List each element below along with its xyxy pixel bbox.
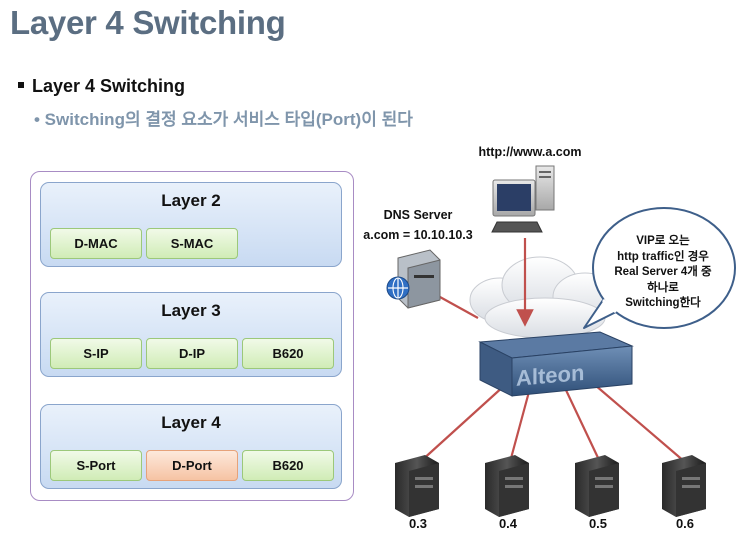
link-server-05	[564, 387, 601, 463]
layer-4-box: Layer 4 S-Port D-Port B620	[40, 404, 342, 489]
server-tower-icon-2	[485, 455, 529, 517]
page-title: Layer 4 Switching	[10, 4, 286, 41]
callout-line: Real Server 4개 중	[614, 266, 712, 278]
field-b620: B620	[242, 338, 334, 369]
field-s-mac: S-MAC	[146, 228, 238, 259]
main-bullet: Layer 4 Switching	[18, 76, 185, 97]
link-server-03	[419, 384, 506, 463]
callout-text: VIP로 오는 http traffic인 경우 Real Server 4개 …	[600, 234, 726, 312]
callout-line: VIP로 오는	[636, 235, 690, 247]
field-d-mac: D-MAC	[50, 228, 142, 259]
dns-label: DNS Server	[383, 208, 453, 222]
alteon-logo: Alteon	[516, 360, 584, 391]
callout-line: http traffic인 경우	[617, 250, 709, 263]
server-tower-icon-4	[662, 455, 706, 517]
server-label-3: 0.5	[588, 516, 608, 531]
layer-3-box: Layer 3 S-IP D-IP B620	[40, 292, 342, 377]
client-url-label: http://www.a.com	[478, 145, 582, 159]
dns-server-icon	[386, 249, 441, 309]
callout-line: Switching한다	[625, 297, 701, 309]
server-label-4: 0.6	[675, 516, 695, 531]
callout-line: 하나로	[647, 281, 679, 294]
server-links	[419, 384, 686, 463]
layer-3-title: Layer 3	[161, 301, 221, 320]
server-tower-icon-1	[395, 455, 439, 517]
field-s-ip: S-IP	[50, 338, 142, 369]
server-label-1: 0.3	[408, 516, 428, 531]
client-computer-icon	[491, 165, 555, 233]
layer-2-title: Layer 2	[161, 191, 221, 210]
dns-link	[439, 296, 479, 319]
server-tower-icon-3	[575, 455, 619, 517]
main-bullet-text: Layer 4 Switching	[32, 76, 186, 96]
layer-2-box: Layer 2 D-MAC S-MAC	[40, 182, 342, 267]
field-d-port: D-Port	[146, 450, 238, 481]
field-d-ip: D-IP	[146, 338, 238, 369]
field-b620: B620	[242, 450, 334, 481]
sub-bullet: • Switching의 결정 요소가 서비스 타입(Port)이 된다	[34, 110, 413, 129]
callout-bubble	[583, 207, 736, 329]
field-s-port: S-Port	[50, 450, 142, 481]
link-server-06	[594, 384, 686, 463]
server-label-2: 0.4	[498, 516, 518, 531]
alteon-switch-icon: Alteon	[478, 331, 634, 397]
dns-record-label: a.com = 10.10.10.3	[363, 228, 473, 242]
link-server-04	[508, 387, 532, 463]
layer-4-title: Layer 4	[161, 413, 221, 432]
bullet-square-icon	[18, 82, 24, 89]
